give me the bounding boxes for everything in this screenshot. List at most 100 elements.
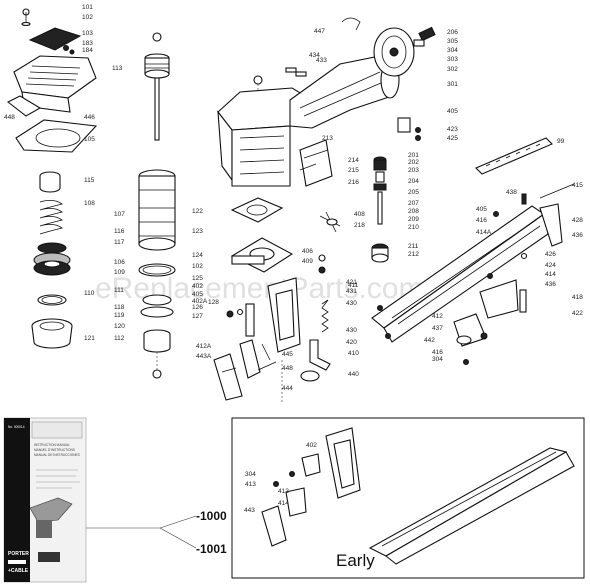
callout-top-305: 305 — [447, 38, 458, 45]
callout-left-103: 103 — [82, 30, 93, 37]
magazine-assembly — [371, 183, 575, 365]
callout-middle-402: 402 — [192, 283, 203, 290]
callout-center-211: 211 — [408, 243, 419, 250]
callout-right-420: 420 — [346, 339, 357, 346]
callout-right-424: 424 — [545, 262, 556, 269]
brand-porter: PORTER — [8, 551, 29, 557]
callout-center-214: 214 — [348, 157, 359, 164]
callout-left-446: 446 — [84, 114, 95, 121]
callout-right-415: 415 — [572, 182, 583, 189]
manual-line-1: INSTRUCTION MANUAL — [34, 443, 70, 447]
callout-right-418: 418 — [572, 294, 583, 301]
callout-center-203: 203 — [408, 167, 419, 174]
callout-top-304: 304 — [447, 47, 458, 54]
callout-inset-402: 402 — [306, 442, 317, 449]
callout-left-184: 184 — [82, 47, 93, 54]
callout-center-216: 216 — [348, 179, 359, 186]
callout-left-106: 106 — [114, 259, 125, 266]
callout-right-436: 436 — [572, 232, 583, 239]
callout-right-416: 416 — [432, 349, 443, 356]
cap-assembly — [6, 8, 98, 349]
callout-top-425: 425 — [447, 135, 458, 142]
callout-middle-128: 128 — [208, 299, 219, 306]
callout-right-442: 442 — [424, 337, 435, 344]
callout-left-117: 117 — [114, 239, 125, 246]
callout-top-99: 99 — [557, 138, 565, 145]
callout-top-206: 206 — [447, 29, 458, 36]
callout-right-438: 438 — [506, 189, 517, 196]
callout-right-437: 437 — [432, 325, 443, 332]
callout-center-205: 205 — [408, 189, 419, 196]
callout-center-411: 411 — [348, 282, 359, 289]
callout-inset-304: 304 — [245, 471, 256, 478]
manual-line-3: MANUAL DE INSTRUCCIONES — [34, 453, 80, 457]
callout-inset-413: 413 — [245, 481, 256, 488]
callout-middle-126: 126 — [192, 304, 203, 311]
callout-middle-448: 448 — [282, 365, 293, 372]
callout-left-116: 116 — [114, 228, 125, 235]
callout-middle-412A: 412A — [196, 343, 212, 350]
callout-center-409: 409 — [302, 258, 313, 265]
callout-left-112: 112 — [114, 335, 125, 342]
callout-center-213: 213 — [322, 135, 333, 142]
callout-top-303: 303 — [447, 56, 458, 63]
callout-left-448: 448 — [4, 114, 15, 121]
early-inset: Early — [231, 417, 585, 579]
callout-middle-122: 122 — [192, 208, 203, 215]
callout-inset-414: 414 — [278, 500, 289, 507]
callout-left-183: 183 — [82, 40, 93, 47]
callout-left-113: 113 — [112, 65, 123, 72]
manual-line-2: MANUEL D'INSTRUCTIONS — [34, 448, 75, 452]
callout-right-304: 304 — [432, 356, 443, 363]
callout-middle-405: 405 — [192, 291, 203, 298]
callout-center-212: 212 — [408, 251, 419, 258]
callout-left-101: 101 — [82, 4, 93, 11]
callout-top-423: 423 — [447, 126, 458, 133]
callout-center-410: 410 — [348, 350, 359, 357]
callout-middle-444: 444 — [282, 385, 293, 392]
callout-left-120: 120 — [114, 323, 125, 330]
callout-top-433: 433 — [316, 57, 327, 64]
callout-inset-412: 412 — [278, 488, 289, 495]
trigger-assembly — [213, 197, 301, 402]
callout-center-208: 208 — [408, 208, 419, 215]
callout-center-202: 202 — [408, 159, 419, 166]
callout-middle-123: 123 — [192, 228, 203, 235]
callout-left-109: 109 — [114, 269, 125, 276]
callout-top-434: 434 — [309, 52, 320, 59]
instruction-manual: No. 000014 INSTRUCTION MANUAL MANUEL D'I… — [3, 417, 227, 583]
callout-left-119: 119 — [114, 312, 125, 319]
brand-cable: +CABLE — [8, 568, 29, 574]
callout-left-102: 102 — [82, 14, 93, 21]
callout-right-422: 422 — [572, 310, 583, 317]
callout-middle-443A: 443A — [196, 353, 212, 360]
callout-center-218: 218 — [354, 222, 365, 229]
callout-right-416: 416 — [476, 217, 487, 224]
callout-left-107: 107 — [114, 211, 125, 218]
callout-center-209: 209 — [408, 216, 419, 223]
callout-right-421: 421 — [346, 279, 357, 286]
callout-right-412: 412 — [432, 313, 443, 320]
callout-middle-402A: 402A — [192, 298, 208, 305]
callout-top-302: 302 — [447, 66, 458, 73]
inset-title: Early — [336, 551, 375, 570]
callout-middle-127: 127 — [192, 313, 203, 320]
callout-center-215: 215 — [348, 167, 359, 174]
callout-middle-125: 125 — [192, 275, 203, 282]
callout-left-108: 108 — [84, 200, 95, 207]
callout-left-115: 115 — [84, 177, 95, 184]
callout-right-426: 426 — [545, 251, 556, 258]
kit-number-1001: -1001 — [196, 542, 227, 556]
callout-center-204: 204 — [408, 178, 419, 185]
callout-center-406: 406 — [302, 248, 313, 255]
callout-right-431: 431 — [346, 288, 357, 295]
callout-middle-445: 445 — [282, 351, 293, 358]
callout-right-436: 436 — [545, 281, 556, 288]
callout-left-121: 121 — [84, 335, 95, 342]
callout-right-430: 430 — [346, 300, 357, 307]
callout-middle-124: 124 — [192, 252, 203, 259]
callout-left-118: 118 — [114, 304, 125, 311]
callout-right-405: 405 — [476, 206, 487, 213]
callout-middle-102: 102 — [192, 263, 203, 270]
